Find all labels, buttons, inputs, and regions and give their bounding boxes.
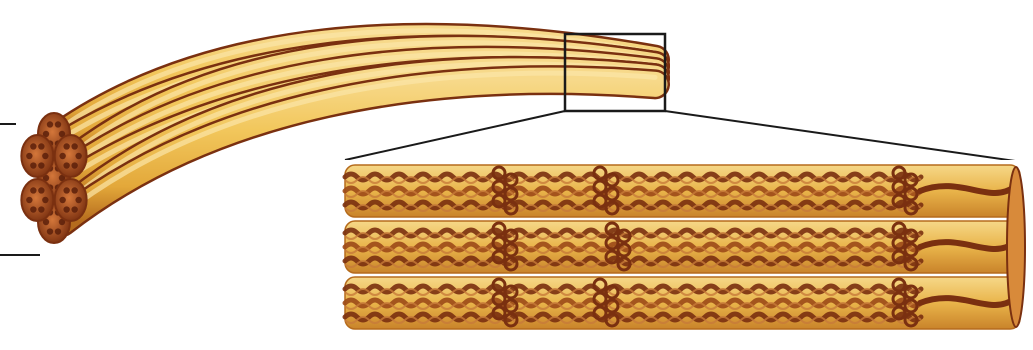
end-face-fibril xyxy=(63,143,69,149)
end-face-fibril xyxy=(63,162,69,168)
end-face-fibril xyxy=(38,187,44,193)
end-face-fibril xyxy=(42,197,48,203)
end-face-fibril xyxy=(59,197,65,203)
end-face-fibril xyxy=(30,206,36,212)
end-face-fibril xyxy=(30,143,36,149)
end-face-fibril xyxy=(47,228,53,234)
strand-end-face xyxy=(21,135,53,177)
end-face-fibril xyxy=(42,153,48,159)
end-face-fibril xyxy=(71,187,77,193)
strand-end-face xyxy=(21,179,53,221)
end-face-fibril xyxy=(38,162,44,168)
end-face-fibril xyxy=(71,162,77,168)
end-face-fibril xyxy=(75,197,81,203)
end-face-fibril xyxy=(26,197,32,203)
end-face-fibril xyxy=(30,187,36,193)
end-face-fibril xyxy=(30,162,36,168)
magnified-end-cap xyxy=(1007,167,1025,327)
end-face-fibril xyxy=(71,206,77,212)
end-face-fibril xyxy=(55,121,61,127)
end-face-fibril xyxy=(71,143,77,149)
end-face-fibril xyxy=(63,187,69,193)
end-face-fibril xyxy=(47,121,53,127)
callout-line-right xyxy=(665,111,1022,162)
end-face-fibril xyxy=(38,206,44,212)
end-face-fibril xyxy=(55,228,61,234)
callout-line-left xyxy=(345,111,565,160)
magnified-fibril-section xyxy=(343,160,1025,332)
end-face-fibril xyxy=(59,153,65,159)
end-face-fibril xyxy=(26,153,32,159)
end-face-fibril xyxy=(63,206,69,212)
end-face-fibril xyxy=(75,153,81,159)
end-face-fibril xyxy=(38,143,44,149)
